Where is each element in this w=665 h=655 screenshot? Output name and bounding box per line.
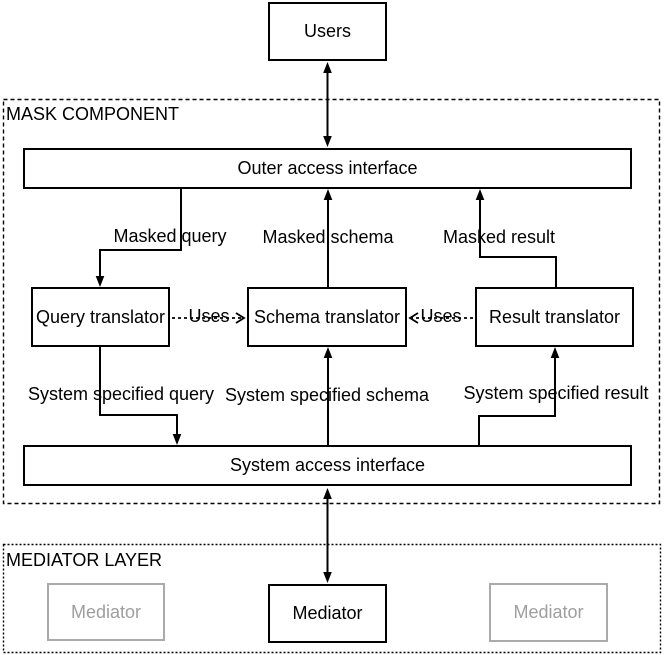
arrowhead-up-icon — [550, 347, 560, 358]
mediator-layer-border — [2, 543, 662, 654]
mediator-layer-title: MEDIATOR LAYER — [6, 550, 163, 570]
outer-access-interface-label: Outer access interface — [237, 158, 418, 178]
arrowhead-down-icon — [323, 136, 332, 147]
arrowhead-down-icon — [95, 276, 105, 287]
outer-access-interface-bar: Outer access interface — [23, 148, 632, 189]
system-specified-query-connector — [99, 347, 182, 445]
mediator-box-right: Mediator — [489, 583, 608, 642]
mediator-label-right: Mediator — [513, 602, 584, 622]
arrowhead-up-icon — [323, 488, 332, 499]
arrowhead-up-icon — [323, 189, 333, 200]
system-access-interface-bar: System access interface — [23, 445, 632, 486]
query-translator-box: Query translator — [31, 287, 170, 347]
uses-right-connector — [408, 312, 473, 324]
mask-component-title: MASK COMPONENT — [6, 104, 180, 124]
users-outer-connector — [323, 62, 332, 147]
open-arrowhead-left-icon — [408, 312, 419, 324]
arrowhead-up-icon — [475, 189, 485, 200]
users-box-label: Users — [303, 21, 351, 41]
system-specified-schema-label: System specified schema — [224, 385, 430, 406]
system-specified-schema-connector — [323, 347, 333, 445]
system-access-interface-label: System access interface — [229, 455, 426, 475]
mediator-box-center: Mediator — [268, 584, 387, 643]
system-specified-result-label: System specified result — [463, 383, 649, 404]
uses-left-label: Uses — [188, 306, 230, 327]
open-arrowhead-right-icon — [235, 312, 246, 324]
system-mediator-connector — [323, 488, 332, 583]
masked-schema-label: Masked schema — [262, 227, 394, 248]
result-translator-box: Result translator — [475, 287, 634, 347]
mediator-label-left: Mediator — [70, 601, 142, 622]
schema-translator-label: Schema translator — [253, 306, 401, 327]
arrowhead-up-icon — [323, 62, 332, 73]
mask-component-border — [2, 98, 661, 505]
system-specified-result-connector — [478, 347, 560, 445]
mediator-label-center: Mediator — [292, 603, 363, 623]
users-box: Users — [268, 2, 387, 61]
mediator-box-left: Mediator — [47, 583, 165, 641]
arrowhead-down-icon — [323, 572, 332, 583]
system-specified-query-label: System specified query — [27, 384, 215, 405]
masked-schema-connector — [323, 189, 333, 287]
masked-result-connector — [475, 189, 557, 287]
masked-query-connector — [95, 189, 182, 287]
uses-left-connector — [172, 312, 246, 324]
masked-result-label: Masked result — [442, 227, 556, 248]
result-translator-label: Result translator — [488, 306, 621, 327]
query-translator-label: Query translator — [35, 306, 166, 327]
uses-right-label: Uses — [420, 306, 462, 327]
schema-translator-box: Schema translator — [247, 287, 407, 347]
arrowhead-up-icon — [323, 347, 333, 358]
arrowhead-down-icon — [172, 434, 182, 445]
masked-query-label: Masked query — [113, 226, 227, 247]
